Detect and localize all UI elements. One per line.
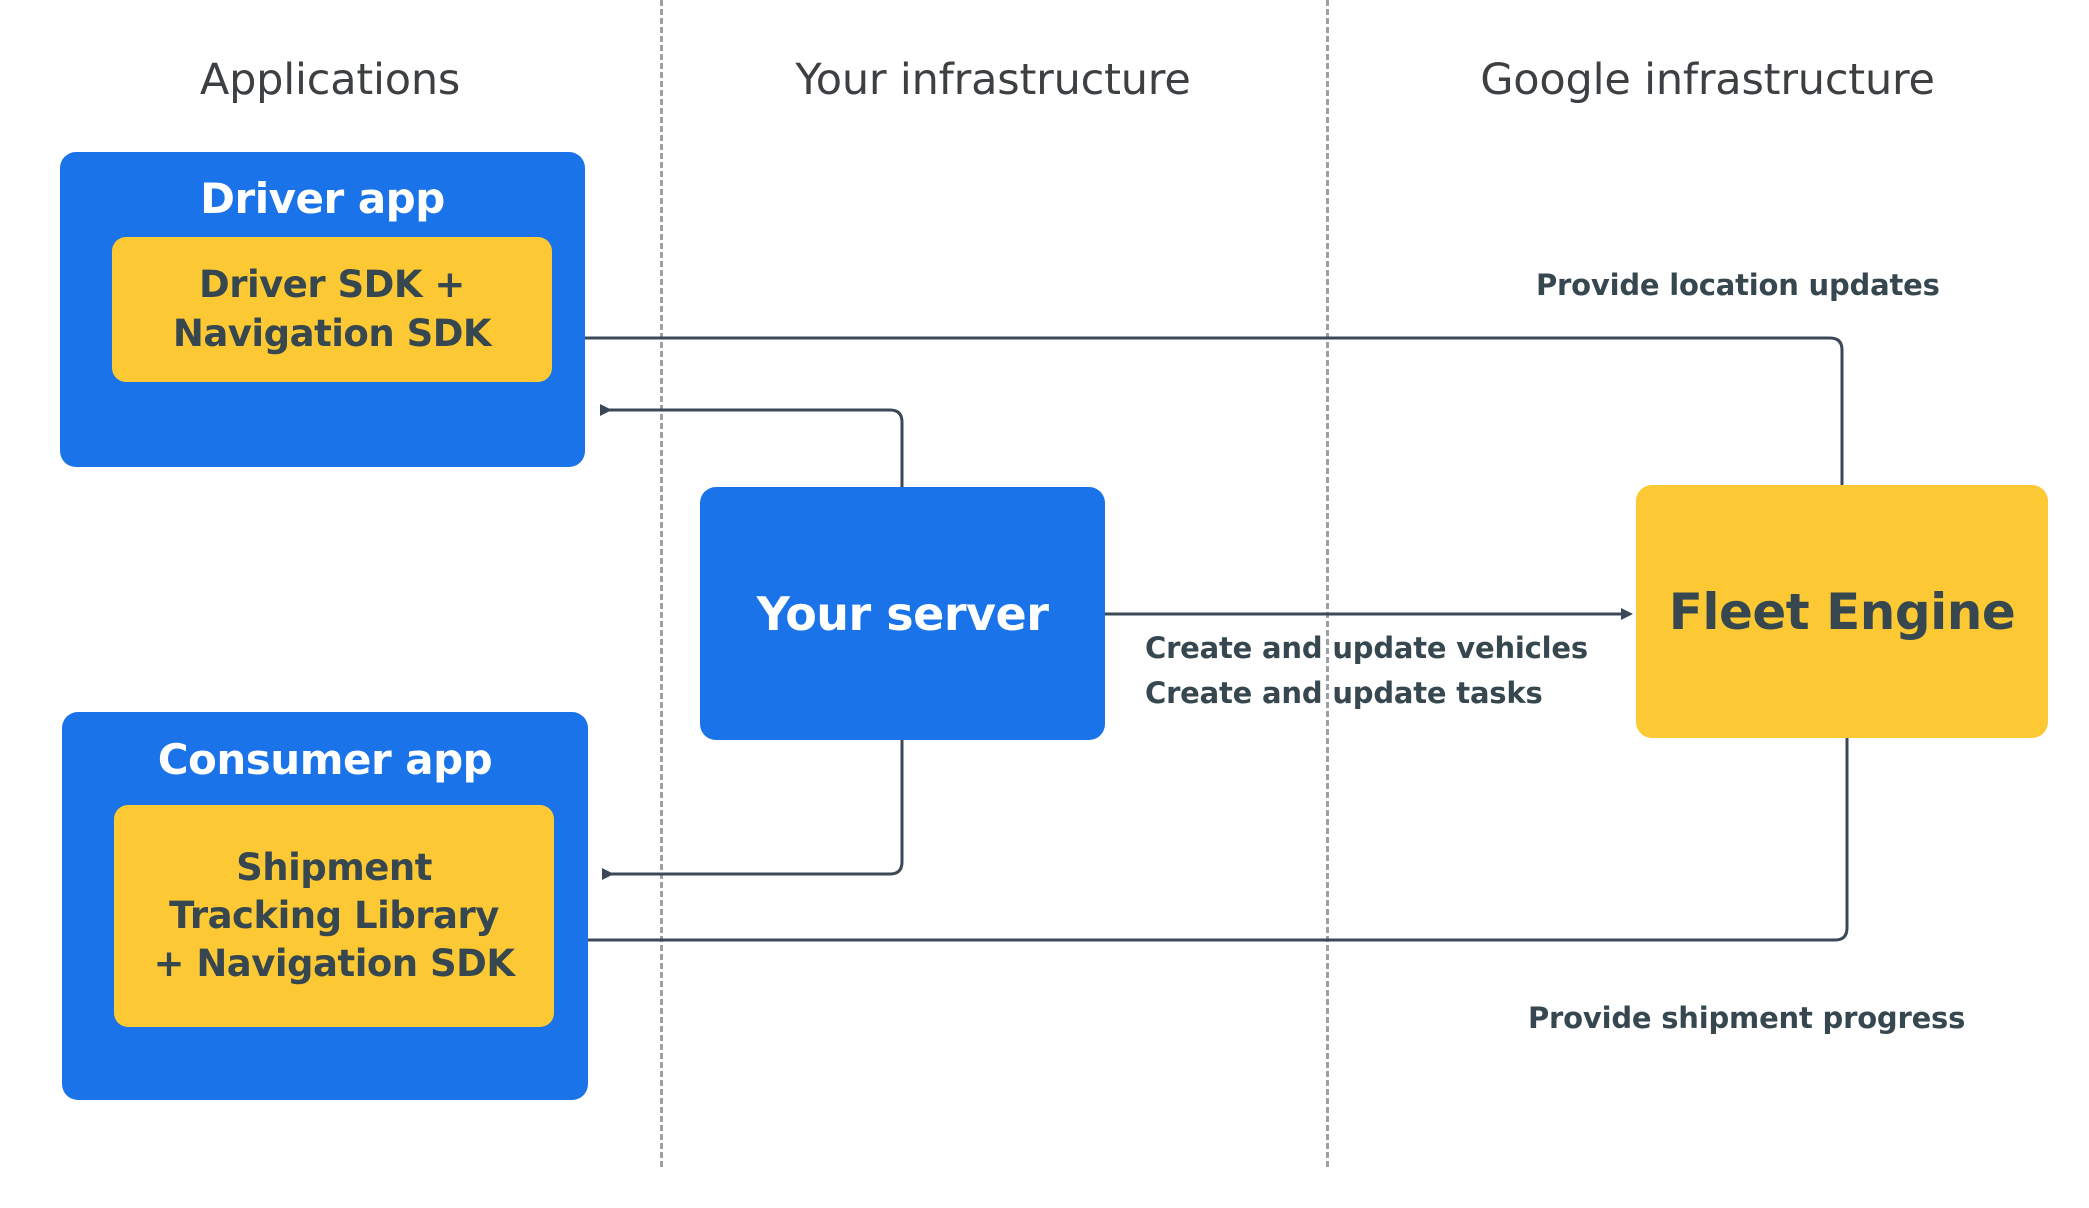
driver-sdk-line-2: Navigation SDK: [172, 311, 492, 355]
consumer-app-title: Consumer app: [157, 735, 493, 784]
column-title-google-infrastructure: Google infrastructure: [1480, 55, 1935, 105]
edge-fleetengine-to-driver-sdk: [566, 332, 1844, 485]
node-driver-app[interactable]: Driver app Driver SDK + Navigation SDK: [60, 152, 585, 467]
swimlane-divider-left: [660, 0, 663, 1167]
your-server-label: Your server: [756, 586, 1049, 641]
fleet-engine-label: Fleet Engine: [1668, 582, 2016, 641]
node-consumer-app[interactable]: Consumer app Shipment Tracking Library +…: [62, 712, 588, 1100]
edge-server-to-consumer-app: [602, 740, 904, 880]
node-fleet-engine[interactable]: Fleet Engine: [1636, 485, 2048, 738]
node-consumer-sdk[interactable]: Shipment Tracking Library + Navigation S…: [114, 805, 554, 1027]
edge-label-create-and-update-vehicles: Create and update vehicles: [1145, 631, 1588, 665]
edge-label-provide-location-updates: Provide location updates: [1536, 268, 1940, 302]
edge-label-create-and-update-tasks: Create and update tasks: [1145, 676, 1543, 710]
driver-app-title: Driver app: [200, 174, 445, 223]
column-title-applications: Applications: [199, 55, 461, 105]
consumer-sdk-line-1: Shipment: [236, 845, 432, 889]
consumer-sdk-line-2: Tracking Library: [169, 893, 499, 937]
edge-fleetengine-to-consumer-sdk: [570, 738, 1849, 946]
column-title-your-infrastructure: Your infrastructure: [795, 55, 1191, 105]
swimlane-divider-right: [1326, 0, 1329, 1167]
edge-server-to-driver-app: [600, 404, 904, 487]
edge-label-provide-shipment-progress: Provide shipment progress: [1528, 1001, 1966, 1035]
node-your-server[interactable]: Your server: [700, 487, 1105, 740]
consumer-sdk-line-3: + Navigation SDK: [153, 942, 515, 986]
node-driver-sdk[interactable]: Driver SDK + Navigation SDK: [112, 237, 552, 382]
driver-sdk-line-1: Driver SDK +: [199, 263, 465, 307]
